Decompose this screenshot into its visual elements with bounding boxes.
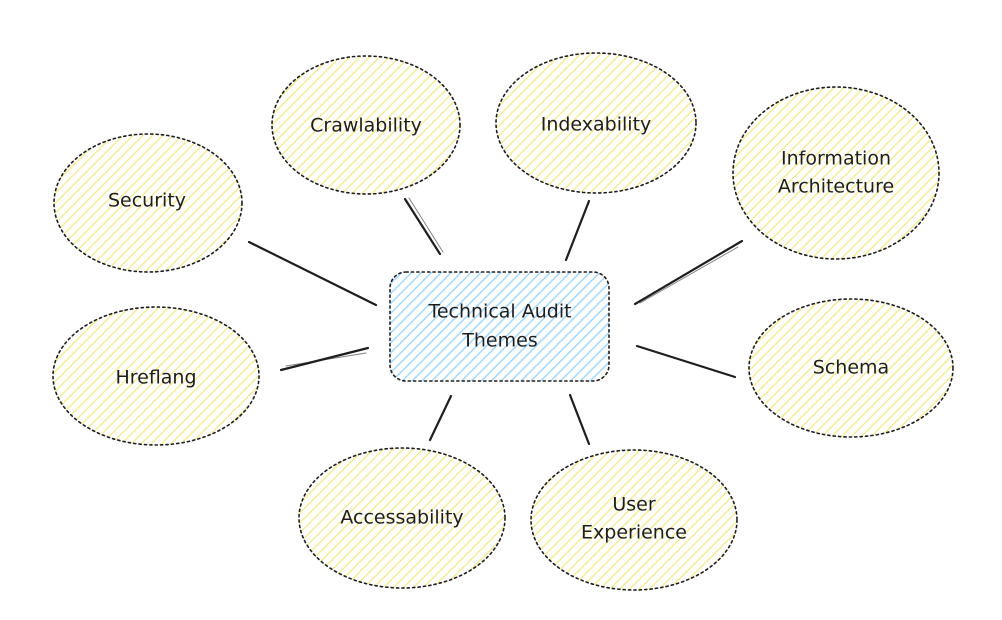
center-label-line-1: Technical Audit <box>427 301 571 323</box>
center-label-line-2: Themes <box>461 330 537 352</box>
topic-label: Security <box>108 190 186 212</box>
topic-label: Hreflang <box>115 367 196 389</box>
connector-security <box>247 240 378 307</box>
connector-indexability <box>564 199 591 262</box>
topic-node-schema[interactable]: Schema <box>748 298 954 438</box>
topic-node-user-experience[interactable]: User Experience <box>530 449 738 591</box>
connector-accessability <box>428 394 453 442</box>
topic-label-line-2: Experience <box>581 522 687 544</box>
topic-node-accessability[interactable]: Accessability <box>298 447 506 589</box>
connector-crawlability <box>403 197 442 256</box>
topic-node-security[interactable]: Security <box>53 133 243 273</box>
center-node-technical-audit-themes[interactable]: Technical Audit Themes <box>389 271 610 382</box>
connector-information-architecture <box>633 239 744 306</box>
topic-label: Indexability <box>541 114 652 136</box>
topic-node-hreflang[interactable]: Hreflang <box>52 306 260 446</box>
topic-label: Accessability <box>340 507 463 529</box>
topic-label: Crawlability <box>310 115 422 137</box>
topic-node-information-architecture[interactable]: Information Architecture <box>732 86 940 260</box>
topic-node-indexability[interactable]: Indexability <box>495 52 697 194</box>
connector-schema <box>635 344 737 379</box>
topic-label-line-1: User <box>612 494 655 516</box>
connectors <box>247 197 744 446</box>
connector-user-experience <box>568 393 591 446</box>
topic-label: Schema <box>813 357 889 379</box>
topic-label-line-2: Architecture <box>778 176 894 198</box>
topic-node-crawlability[interactable]: Crawlability <box>271 55 461 195</box>
topic-label-line-1: Information <box>781 148 891 170</box>
connector-hreflang <box>279 346 370 372</box>
